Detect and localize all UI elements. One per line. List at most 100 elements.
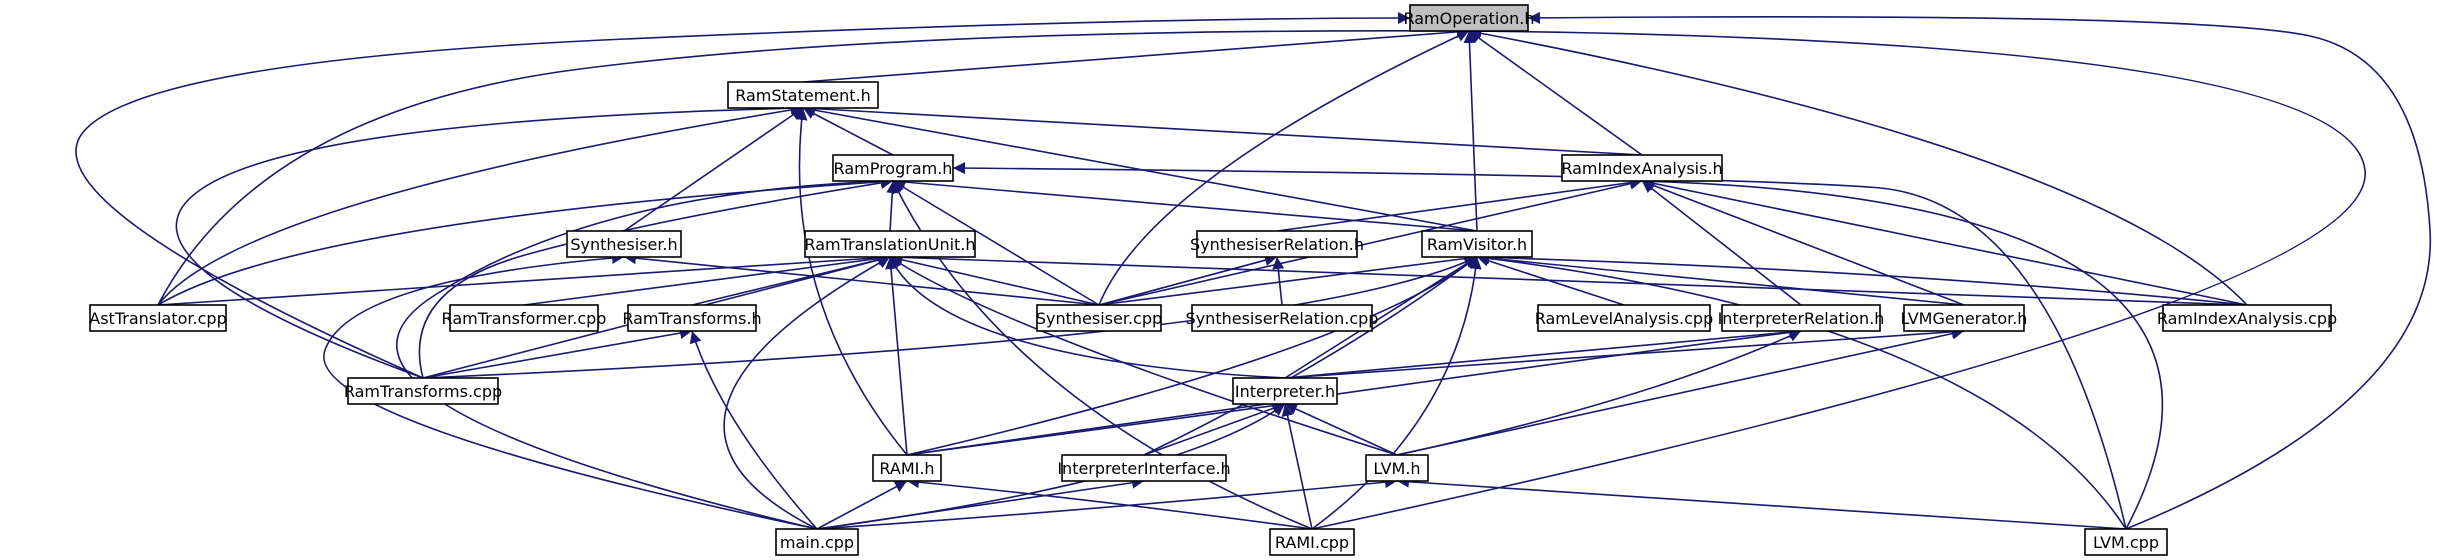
node-synthesiser-cpp[interactable]: Synthesiser.cpp [1036,304,1162,332]
node-ramtransforms-h[interactable]: RamTransforms.h [622,304,762,332]
edge-lvm_h-to-ramtranslationunit [889,256,1398,456]
edge-ramindexanalysis_h-to-ramstatement [802,102,1643,156]
node-rami-h[interactable]: RAMI.h [872,454,942,482]
edge-ramprogram-to-ramstatement [802,107,894,156]
node-box [1061,454,1227,482]
node-label: InterpreterInterface.h [1057,459,1230,478]
edge-ramtranslationunit-to-ramprogram [886,180,899,232]
edge-interpreterrelation-to-ramindexanalysis_h [1641,180,1802,306]
node-lvm-cpp[interactable]: LVM.cpp [2084,528,2168,556]
edge-ramindexanalysis_cpp-to-ramvisitor [1476,251,2248,306]
edge-asttranslator-to-ramtranslationunit [157,251,891,306]
node-ramtranslationunit[interactable]: RamTranslationUnit.h [804,230,976,258]
node-label: Synthesiser.h [570,235,677,254]
node-box [627,304,757,332]
node-box [1537,304,1711,332]
node-label: RamOperation.h [1403,9,1534,28]
edge-main_cpp-to-rami_h [816,480,908,530]
node-box [1561,154,1723,182]
edge-rami_h-to-ramstatement [795,107,908,456]
node-lvm-h[interactable]: LVM.h [1365,454,1429,482]
edge-rami_cpp-to-ramvisitor [1311,256,1482,530]
node-box [2084,528,2168,556]
node-interpreter-h[interactable]: Interpreter.h [1232,377,1338,405]
node-ramlevelanalysis[interactable]: RamLevelAnalysis.cpp [1535,304,1714,332]
node-rami-cpp[interactable]: RAMI.cpp [1269,528,1355,556]
edge-rami_cpp-to-ramoperation [1311,25,2366,530]
edge-asttranslator-to-ramoperation [157,24,1470,306]
edge-rami_cpp-to-rami_h [906,476,1313,530]
node-label: RamTransformer.cpp [442,309,607,328]
node-interpreterrelation[interactable]: InterpreterRelation.h [1718,304,1885,332]
edge-lvm_h-to-interpreter_h [1284,403,1398,456]
node-ramtransformer[interactable]: RamTransformer.cpp [442,304,607,332]
node-box [89,304,227,332]
node-box [1232,377,1338,405]
edge-ramstatement-to-ramoperation [802,25,1470,83]
edge-ramindexanalysis_cpp-to-ramtranslationunit [889,251,2248,306]
node-ramtransforms-cpp[interactable]: RamTransforms.cpp [344,377,502,405]
edge-asttranslator-to-ramprogram [157,175,894,306]
node-ramindexanalysis-h[interactable]: RamIndexAnalysis.h [1561,154,1723,182]
node-label: LVM.h [1373,459,1420,478]
edge-synthesiser_cpp-to-synthesiserrelation_h [1098,254,1278,306]
node-label: LVMGenerator.h [1901,309,2028,328]
edge-synthesiser_cpp-to-ramoperation [1098,30,1470,306]
edge-ramtransforms_cpp-to-ramstatement [175,102,804,379]
edge-lvm_cpp-to-ramindexanalysis_h [1641,175,2164,530]
node-box [1365,454,1429,482]
node-box [1196,230,1358,258]
edge-lvm_cpp-to-ramprogram [952,162,2127,530]
edge-asttranslator-to-ramstatement [157,104,804,306]
edges-layer [75,11,2432,530]
node-main-cpp[interactable]: main.cpp [775,528,859,556]
node-box [872,454,942,482]
node-label: Synthesiser.cpp [1036,309,1162,328]
node-label: InterpreterRelation.h [1718,309,1885,328]
edge-lvmgenerator-to-ramvisitor [1476,252,1965,306]
node-label: RamTransforms.h [622,309,761,328]
edge-rami_h-to-ramvisitor [906,256,1478,456]
edge-rami_h-to-interpreter_h [906,399,1286,456]
nodes-layer: RamOperation.hRamStatement.hRamProgram.h… [89,4,2337,556]
edge-main_cpp-to-ramtransforms_h [689,330,818,530]
node-box [1903,304,2025,332]
edge-lvmgenerator-to-ramindexanalysis_h [1641,179,1965,306]
node-box [727,81,879,109]
node-interpreterinterface[interactable]: InterpreterInterface.h [1057,454,1231,482]
node-synthesiserrelation-h[interactable]: SynthesiserRelation.h [1190,230,1364,258]
node-box [2162,304,2332,332]
node-label: SynthesiserRelation.h [1190,235,1364,254]
node-label: RamVisitor.h [1427,235,1527,254]
node-label: RamTranslationUnit.h [804,235,975,254]
node-label: RAMI.h [879,459,934,478]
node-label: Interpreter.h [1235,382,1335,401]
node-box [566,230,682,258]
edge-synthesiser_cpp-to-ramvisitor [1098,252,1478,306]
node-box [1269,528,1355,556]
edge-main_cpp-to-lvm_h [816,476,1398,530]
edge-main_cpp-to-synthesiser_h [323,252,818,530]
node-lvmgenerator[interactable]: LVMGenerator.h [1901,304,2028,332]
node-ramprogram[interactable]: RamProgram.h [832,154,954,182]
edge-ramlevelanalysis-to-ramvisitor [1476,255,1625,306]
node-synthesiser-h[interactable]: Synthesiser.h [566,230,682,258]
edge-interpreter_h-to-ramtranslationunit [889,256,1286,379]
node-label: RamIndexAnalysis.cpp [2157,309,2337,328]
edge-synthesiserrelation_h-to-ramindexanalysis_h [1276,176,1643,232]
node-ramvisitor[interactable]: RamVisitor.h [1421,230,1533,258]
node-label: RamIndexAnalysis.h [1561,159,1722,178]
edge-rami_cpp-to-interpreter_h [1281,403,1313,530]
node-ramstatement[interactable]: RamStatement.h [727,81,879,109]
edge-ramtransforms_cpp-to-ramprogram [418,176,894,379]
node-label: RAMI.cpp [1275,533,1349,552]
node-ramoperation[interactable]: RamOperation.h [1403,4,1535,32]
node-asttranslator[interactable]: AstTranslator.cpp [89,304,227,332]
node-synthesiserrelation-cpp[interactable]: SynthesiserRelation.cpp [1186,304,1379,332]
edge-synthesiser_h-to-ramstatement [623,107,804,232]
edge-ramindexanalysis_cpp-to-ramindexanalysis_h [1641,177,2248,306]
node-ramindexanalysis-cpp[interactable]: RamIndexAnalysis.cpp [2157,304,2337,332]
edge-ramvisitor-to-ramprogram [892,176,1478,232]
node-box [1409,4,1529,32]
